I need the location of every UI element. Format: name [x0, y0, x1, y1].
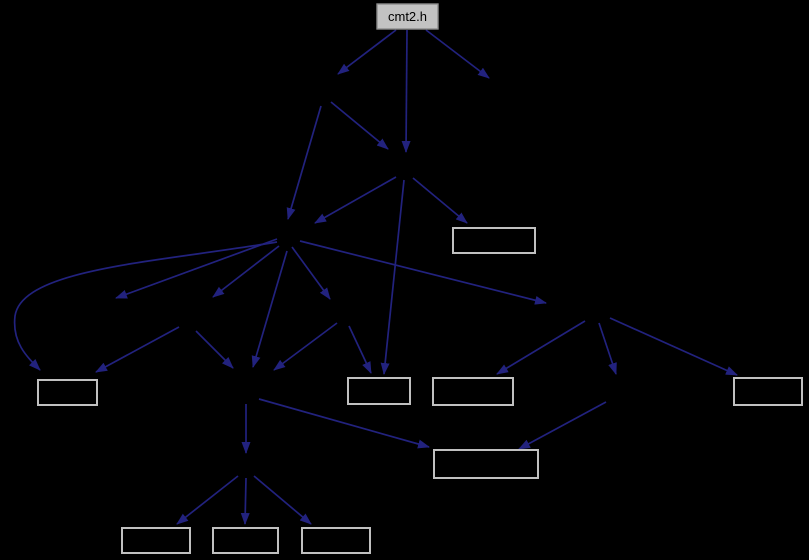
node-boxH[interactable]	[212, 527, 279, 554]
node-boxG[interactable]	[121, 527, 191, 554]
edge-n1-n3	[286, 105, 322, 220]
edge-nm-boxC	[348, 325, 372, 374]
node-boxA-box[interactable]	[452, 227, 536, 254]
edge-n3-nm	[291, 246, 331, 300]
node-boxI-box[interactable]	[301, 527, 371, 554]
edge-n2-n3	[314, 176, 397, 224]
node-boxD-box[interactable]	[432, 377, 514, 406]
node-boxF-box[interactable]	[433, 449, 539, 479]
node-boxI[interactable]	[301, 527, 371, 554]
edge-n4l-boxB	[95, 326, 180, 373]
node-boxA[interactable]	[452, 227, 536, 254]
edge-n3-n4r	[299, 240, 547, 305]
edge-n3-n4l	[212, 245, 280, 298]
edge-n1-n2	[330, 101, 389, 150]
node-boxB[interactable]	[37, 379, 98, 406]
edges-layer	[13, 29, 738, 525]
node-cmt2h-label: cmt2.h	[388, 9, 427, 24]
node-cmt2h: cmt2.h	[376, 3, 439, 30]
edge-n5-boxF	[258, 398, 430, 449]
edge-n2-boxC	[380, 179, 405, 375]
edge-cmt2h-n7	[425, 29, 490, 79]
node-cmt2h-box	[376, 3, 439, 30]
edge-cmt2h-n2	[401, 29, 411, 153]
edge-n2-boxA	[412, 177, 468, 224]
node-boxE[interactable]	[733, 377, 803, 406]
node-boxG-box[interactable]	[121, 527, 191, 554]
edge-n4r-n8	[598, 322, 617, 375]
edge-n6-boxH	[240, 477, 250, 525]
edge-n4r-boxE	[609, 317, 738, 376]
edge-n4r-boxD	[496, 320, 586, 375]
edge-n8-boxF	[518, 401, 607, 450]
node-boxF[interactable]	[433, 449, 539, 479]
edge-n3-nw	[115, 238, 278, 299]
node-boxC[interactable]	[347, 377, 411, 405]
nodes-layer: cmt2.h	[37, 3, 803, 554]
node-boxB-box[interactable]	[37, 379, 98, 406]
node-boxH-box[interactable]	[212, 527, 279, 554]
edge-n6-boxG	[176, 475, 239, 525]
edge-nm-n5	[273, 322, 338, 371]
edge-n3-boxB	[13, 241, 278, 371]
edge-n6-boxI	[253, 475, 312, 525]
edge-n4l-n5	[195, 330, 234, 369]
edge-cmt2h-n1	[337, 29, 397, 75]
node-boxC-box[interactable]	[347, 377, 411, 405]
node-boxD[interactable]	[432, 377, 514, 406]
node-boxE-box[interactable]	[733, 377, 803, 406]
edge-n3-n5	[251, 250, 288, 368]
